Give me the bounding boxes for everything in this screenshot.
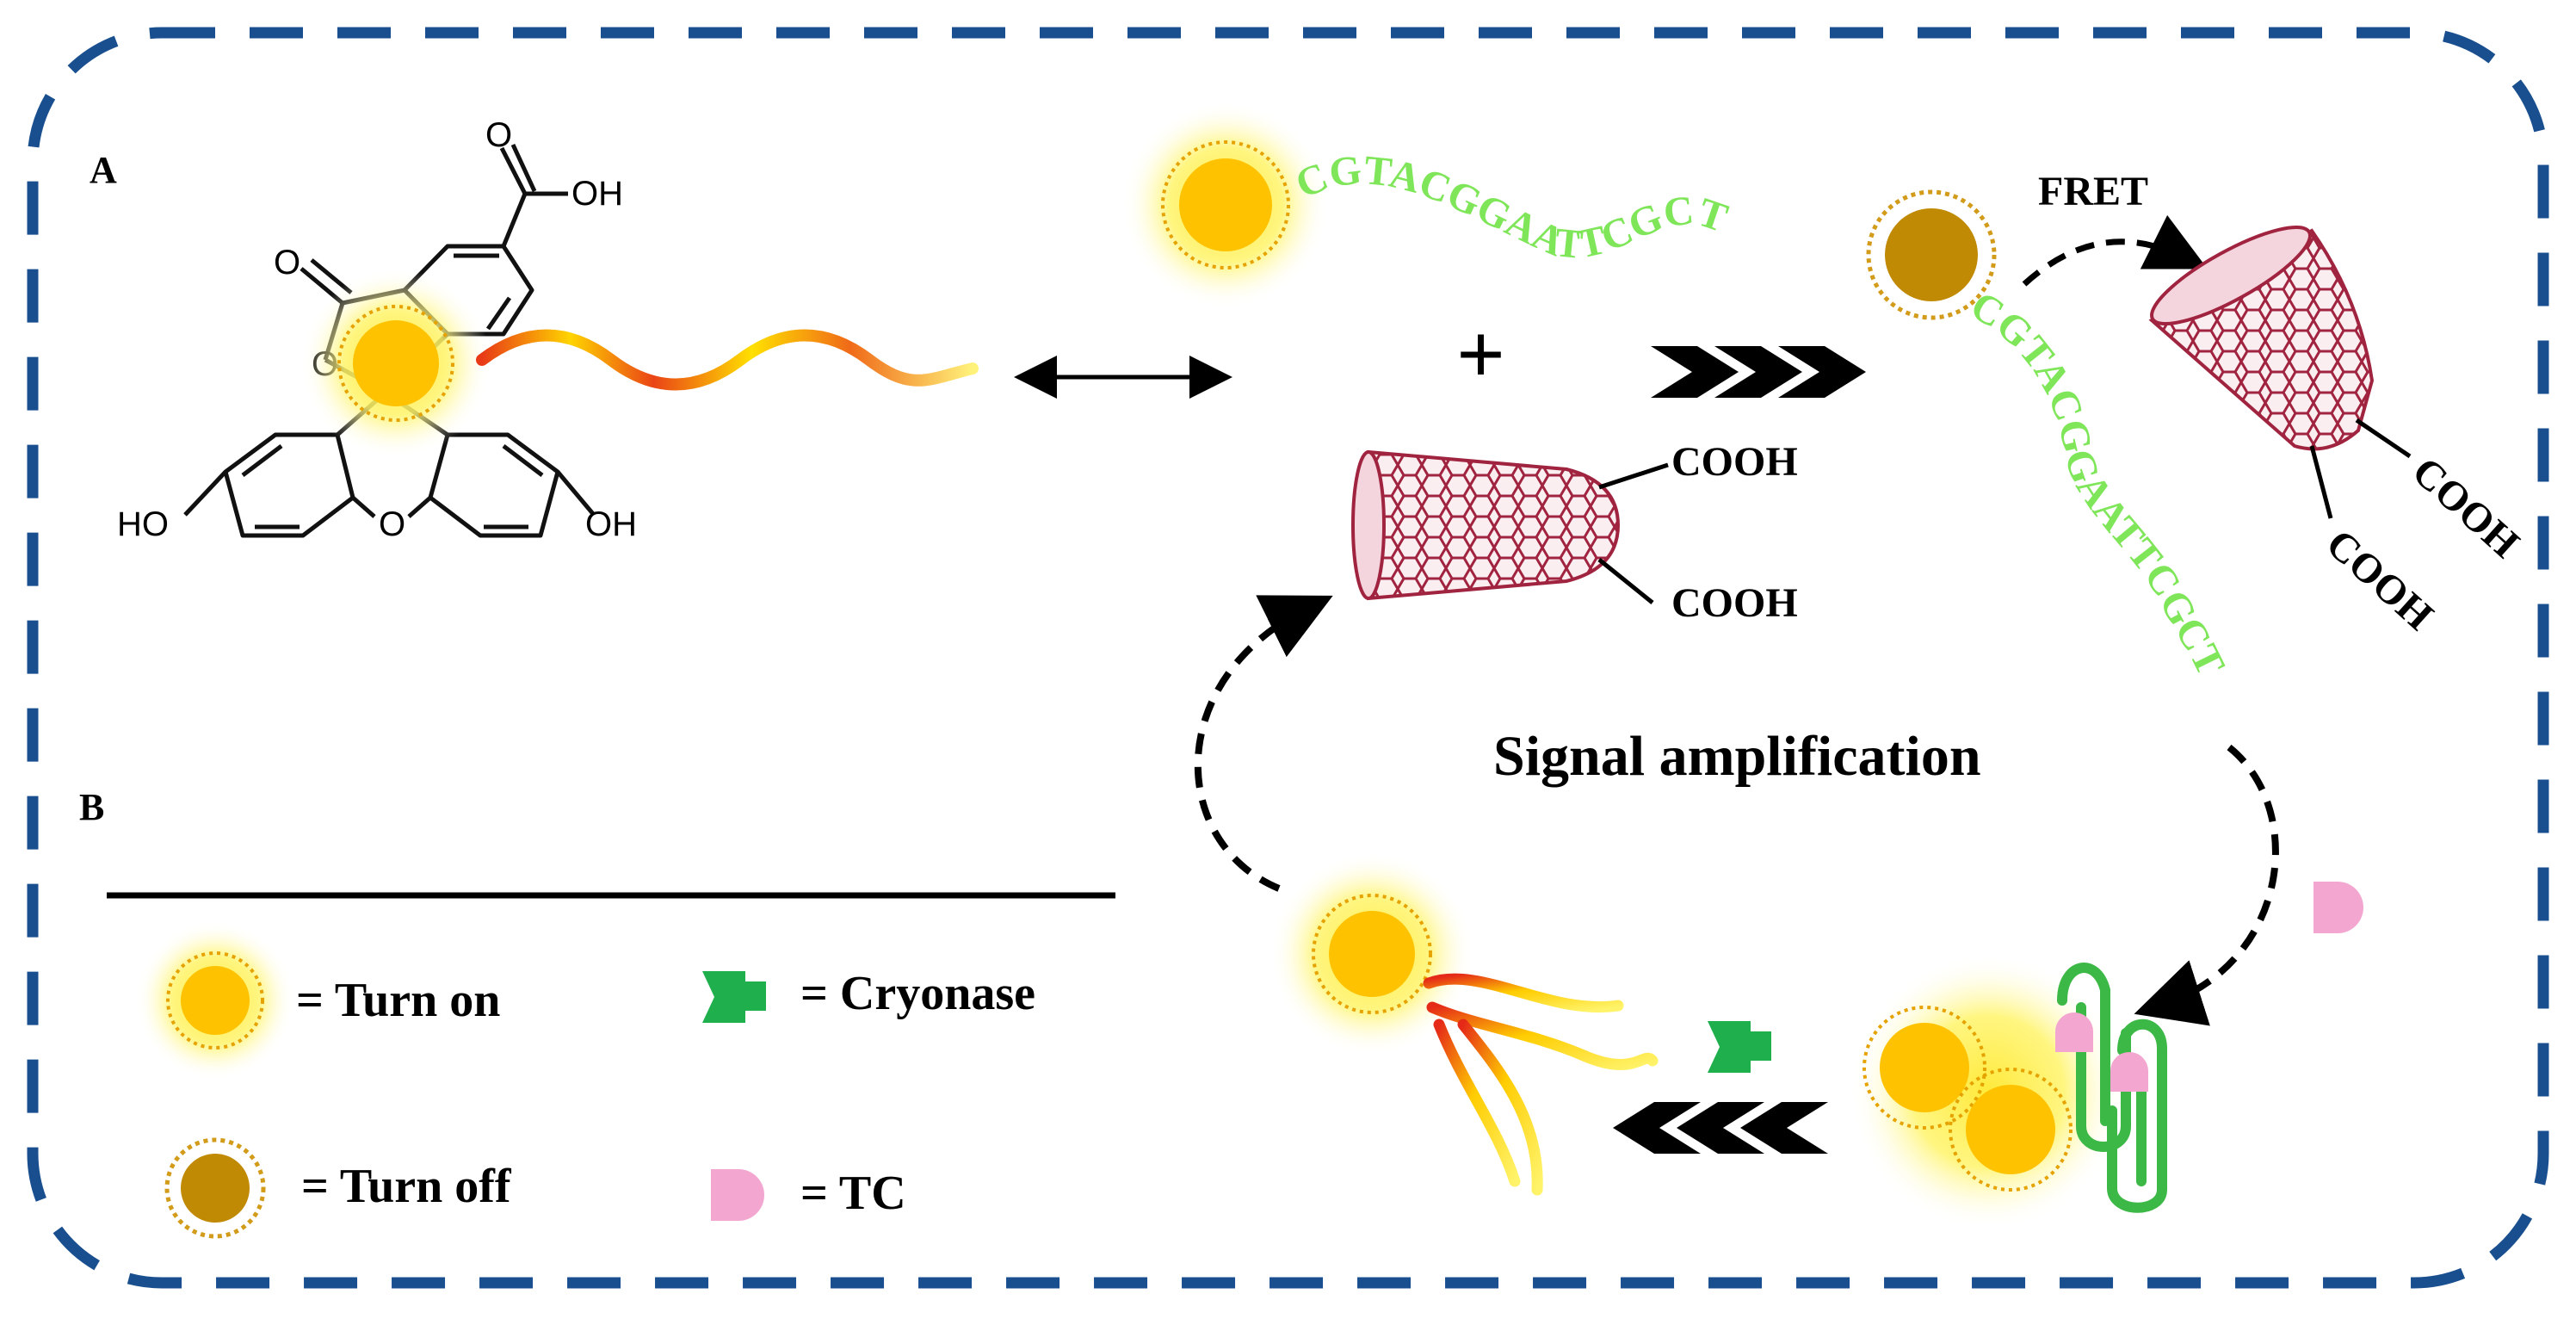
left-hydroxyl: HO xyxy=(117,505,169,543)
probe-top-dot xyxy=(1179,158,1272,251)
fret-label: FRET xyxy=(2038,169,2148,214)
cooh-bond-upper xyxy=(1598,462,1669,490)
plus-sign: + xyxy=(1456,306,1505,402)
fret-arrow xyxy=(2022,214,2208,287)
cooh-bond-right-upper xyxy=(2355,418,2412,459)
chevron-right-arrows xyxy=(1651,346,1866,398)
legend-turn-off-ring xyxy=(164,1137,266,1239)
legend-turn-on-ring xyxy=(166,951,264,1049)
legend-cryonase-icon xyxy=(702,971,766,1023)
probe-quenched-dot xyxy=(1885,208,1978,301)
cooh-label-lower: COOH xyxy=(1671,580,1798,626)
chevron-left-arrows xyxy=(1613,1102,1828,1154)
cycle-arrow-left xyxy=(1194,595,1333,892)
legend-turn-off-dot xyxy=(181,1154,250,1223)
acid-hydroxyl: OH xyxy=(571,175,623,213)
nanotube-right xyxy=(2148,225,2375,451)
right-hydroxyl: OH xyxy=(585,505,637,543)
acid-oxygen: O xyxy=(485,116,512,154)
cooh-bond-right-lower xyxy=(2309,445,2333,519)
wavy-linker xyxy=(476,329,979,391)
legend-turn-off-label: = Turn off xyxy=(301,1160,512,1213)
cleaved-dna-fragments xyxy=(1423,973,1659,1196)
dna-strand-top: CGTACGGAATTCGCT xyxy=(1289,147,1733,269)
complex-ring-1 xyxy=(1863,1006,1986,1130)
cooh-label-upper: COOH xyxy=(1671,439,1798,485)
legend-cryonase-label: = Cryonase xyxy=(800,967,1035,1020)
cycle-arrow-right xyxy=(2134,744,2279,1026)
probe-released-ring xyxy=(1312,894,1432,1014)
complex-ring-2 xyxy=(1949,1068,2073,1192)
nanotube-center xyxy=(1351,449,1621,601)
legend-tc-icon xyxy=(711,1169,764,1221)
tc-bound-1 xyxy=(2055,1012,2093,1052)
probe-released-dot xyxy=(1329,911,1415,997)
bridge-oxygen: O xyxy=(379,505,405,543)
panel-label-a: A xyxy=(90,149,117,191)
cooh-bond-lower xyxy=(1597,558,1654,604)
probe-quenched-ring xyxy=(1866,189,1997,320)
legend-turn-on-label: = Turn on xyxy=(296,974,500,1027)
tc-icon-cycle xyxy=(2313,882,2363,933)
carbonyl-oxygen: O xyxy=(274,244,300,282)
complex-dot-2 xyxy=(1966,1085,2055,1174)
cryonase-icon-cycle xyxy=(1708,1021,1771,1073)
panel-label-b: B xyxy=(79,786,104,828)
fluorophore-dot xyxy=(353,320,439,406)
cooh-label-right-upper: COOH xyxy=(2404,449,2528,567)
probe-top-ring xyxy=(1161,140,1290,269)
tc-bound-2 xyxy=(2110,1052,2148,1092)
dashed-frame xyxy=(27,27,2549,1289)
signal-amplification-label: Signal amplification xyxy=(1493,725,1981,788)
legend-turn-on-dot xyxy=(181,966,250,1035)
legend-tc-label: = TC xyxy=(800,1167,906,1220)
complex-dot-1 xyxy=(1880,1023,1969,1112)
cooh-label-right-lower: COOH xyxy=(2318,521,2442,640)
fluorophore-ring xyxy=(337,305,454,422)
